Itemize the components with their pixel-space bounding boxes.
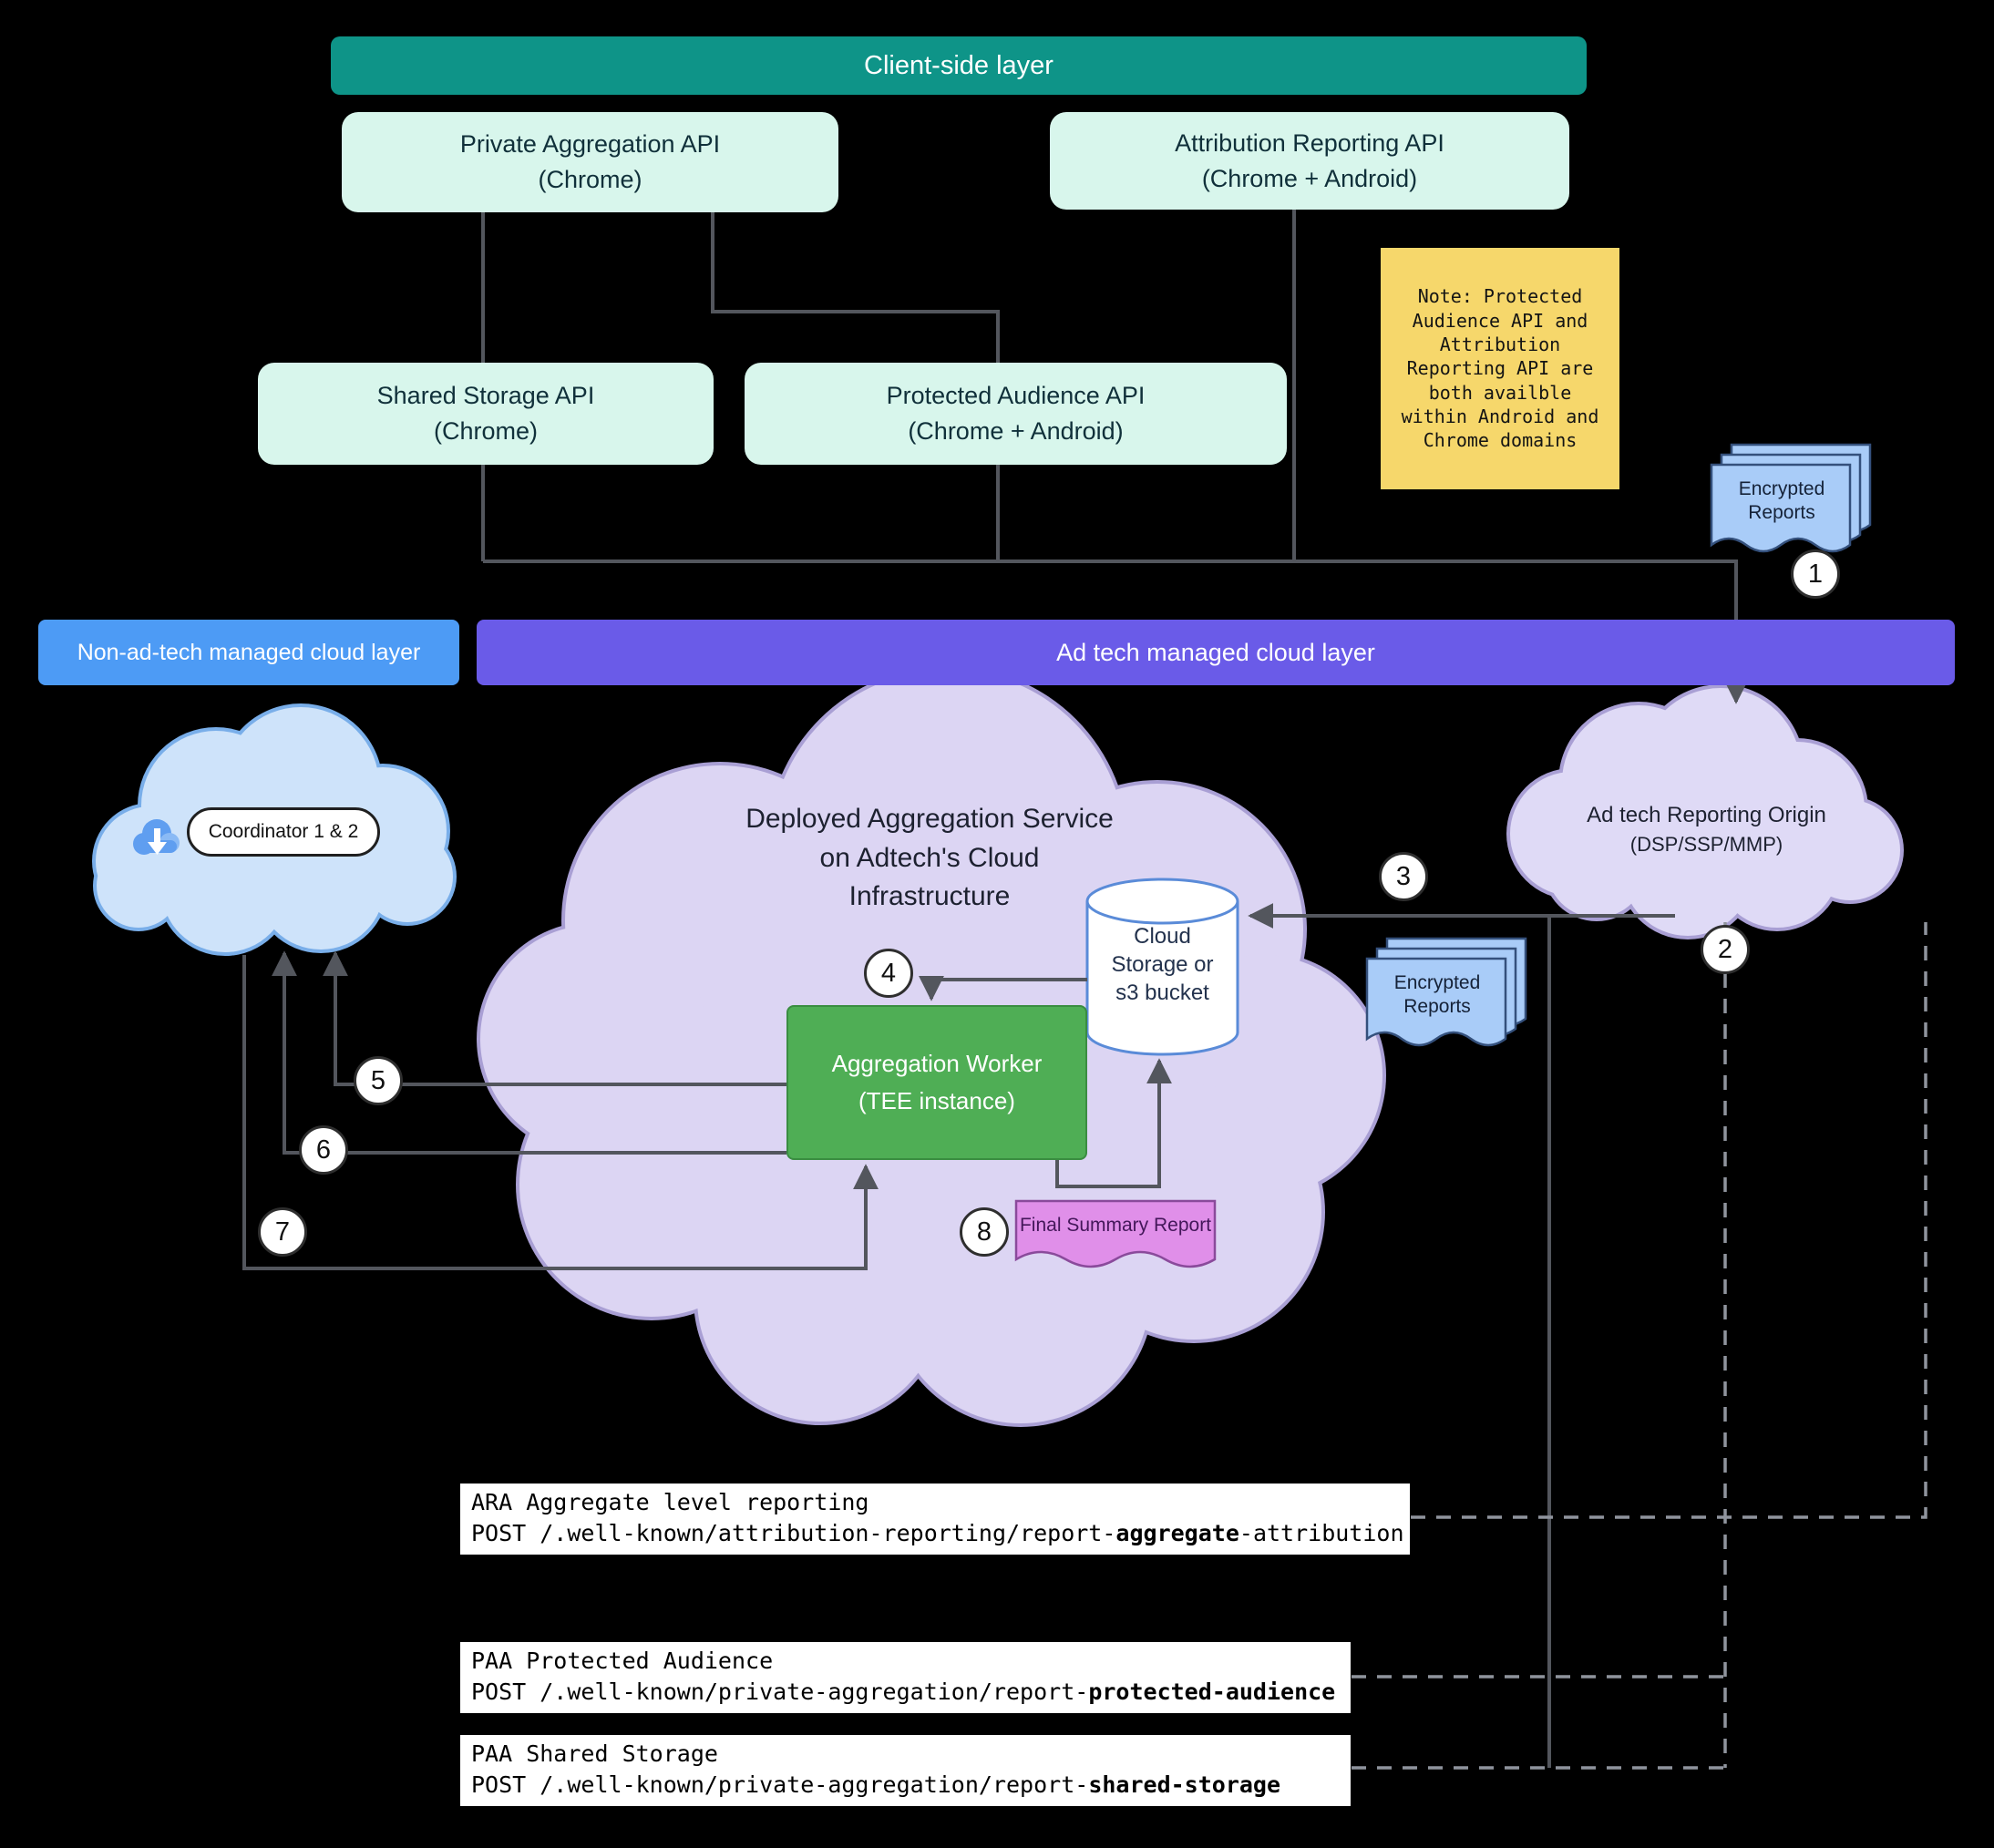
endpoint-paa-pa-post: POST /.well-known/private-aggregation/re…	[471, 1677, 1340, 1708]
arrow-storage-to-worker	[919, 975, 1087, 1001]
endpoint-paa-ss-title: PAA Shared Storage	[471, 1740, 718, 1767]
step-4-badge: 4	[864, 949, 913, 998]
step-7-badge: 7	[258, 1207, 307, 1257]
step-1-badge: 1	[1791, 549, 1840, 599]
aggregation-cloud-title-line1: Deployed Aggregation Service	[745, 804, 1114, 834]
endpoint-ara-post-bold: aggregate	[1115, 1519, 1239, 1546]
final-summary-report-doc	[1014, 1199, 1217, 1268]
aggregation-cloud-title-line2: on Adtech's Cloud	[819, 842, 1040, 873]
aggregation-worker-subtitle: (TEE instance)	[858, 1087, 1015, 1114]
arrow-worker-to-coordinator-2	[272, 950, 786, 1155]
cloud-storage-label-line2: Storage or	[1111, 952, 1214, 978]
step-2-badge: 2	[1701, 925, 1750, 974]
endpoint-paa-protected-audience-box: PAA Protected Audience POST /.well-known…	[460, 1642, 1351, 1713]
endpoint-paa-ss-post-bold: shared-storage	[1088, 1771, 1281, 1798]
step-5-badge: 5	[354, 1056, 403, 1105]
reporting-origin-cloud	[1506, 684, 1904, 939]
final-summary-report-label: Final Summary Report	[1019, 1215, 1212, 1236]
aggregation-worker-title: Aggregation Worker	[831, 1050, 1043, 1077]
reporting-origin-label: Ad tech Reporting Origin (DSP/SSP/MMP)	[1549, 800, 1864, 858]
reporting-origin-label-line1: Ad tech Reporting Origin	[1587, 803, 1826, 827]
private-aggregation-api-platform: (Chrome)	[538, 166, 642, 193]
dashed-endpoint-ara	[1411, 922, 1927, 1519]
endpoint-paa-ss-post: POST /.well-known/private-aggregation/re…	[471, 1770, 1340, 1801]
cloud-storage-label-line3: s3 bucket	[1115, 980, 1209, 1006]
encrypted-reports-label-top: Encrypted Reports	[1738, 478, 1825, 524]
connectors	[242, 208, 1927, 1770]
endpoint-ara-post-suffix: -attribution	[1239, 1519, 1404, 1546]
availability-note-text: Note: Protected Audience API and Attribu…	[1401, 285, 1599, 452]
step-6-badge: 6	[299, 1125, 348, 1175]
endpoint-ara-title: ARA Aggregate level reporting	[471, 1489, 869, 1515]
attribution-reporting-api-platform: (Chrome + Android)	[1201, 164, 1418, 192]
endpoint-paa-pa-title: PAA Protected Audience	[471, 1648, 774, 1674]
client-side-layer-label: Client-side layer	[864, 50, 1054, 80]
private-aggregation-api-box: Private Aggregation API (Chrome)	[342, 112, 838, 212]
aggregation-cloud-title-line3: Infrastructure	[848, 881, 1011, 912]
connector-private-to-protected	[711, 212, 1000, 363]
attribution-reporting-api-box: Attribution Reporting API (Chrome + Andr…	[1050, 112, 1569, 210]
coordinator-cloud	[92, 703, 457, 956]
attribution-reporting-api-title: Attribution Reporting API	[1175, 128, 1444, 157]
endpoint-paa-pa-post-bold: protected-audience	[1088, 1678, 1336, 1705]
encrypted-reports-label-mid: Encrypted Reports	[1393, 972, 1481, 1018]
step-3-badge: 3	[1379, 852, 1428, 901]
non-adtech-cloud-layer-label: Non-ad-tech managed cloud layer	[77, 639, 421, 665]
aggregation-worker-box: Aggregation Worker (TEE instance)	[786, 1005, 1087, 1160]
protected-audience-api-box: Protected Audience API (Chrome + Android…	[745, 363, 1287, 465]
reporting-origin-label-line2: (DSP/SSP/MMP)	[1629, 832, 1783, 856]
endpoint-ara-post: POST /.well-known/attribution-reporting/…	[471, 1518, 1404, 1549]
endpoint-paa-shared-storage-box: PAA Shared Storage POST /.well-known/pri…	[460, 1735, 1351, 1806]
shared-storage-api-box: Shared Storage API (Chrome)	[258, 363, 714, 465]
coordinator-cloud-icon	[133, 819, 180, 855]
endpoint-ara-post-prefix: POST /.well-known/attribution-reporting/…	[471, 1519, 1116, 1546]
shared-storage-api-title: Shared Storage API	[376, 382, 595, 409]
protected-audience-api-title: Protected Audience API	[886, 382, 1146, 409]
arrow-worker-to-storage	[1055, 1058, 1172, 1188]
arrow-worker-to-coordinator-1	[323, 950, 786, 1086]
endpoint-ara-aggregate-box: ARA Aggregate level reporting POST /.wel…	[460, 1484, 1410, 1555]
adtech-cloud-layer-bar: Ad tech managed cloud layer	[477, 620, 1955, 685]
shared-storage-api-platform: (Chrome)	[433, 417, 538, 445]
adtech-cloud-layer-label: Ad tech managed cloud layer	[1056, 638, 1375, 666]
client-side-layer-bar: Client-side layer	[331, 36, 1587, 95]
coordinator-label: Coordinator 1 & 2	[208, 821, 359, 842]
protected-audience-api-platform: (Chrome + Android)	[908, 417, 1124, 445]
aggregation-cloud-title: Deployed Aggregation Service on Adtech's…	[674, 800, 1185, 917]
endpoint-paa-pa-post-prefix: POST /.well-known/private-aggregation/re…	[471, 1678, 1089, 1705]
coordinator-pill: Coordinator 1 & 2	[187, 807, 380, 857]
cloud-storage-cylinder	[1085, 878, 1239, 1056]
private-aggregation-api-title: Private Aggregation API	[459, 130, 721, 158]
availability-note: Note: Protected Audience API and Attribu…	[1381, 248, 1619, 489]
arrow-coordinator-to-worker	[242, 955, 879, 1270]
cloud-storage-label-line1: Cloud	[1134, 924, 1191, 949]
non-adtech-cloud-layer-bar: Non-ad-tech managed cloud layer	[38, 620, 459, 685]
endpoint-paa-ss-post-prefix: POST /.well-known/private-aggregation/re…	[471, 1771, 1089, 1798]
step-8-badge: 8	[960, 1207, 1009, 1257]
cloud-storage-label: Cloud Storage or s3 bucket	[1087, 922, 1238, 1008]
